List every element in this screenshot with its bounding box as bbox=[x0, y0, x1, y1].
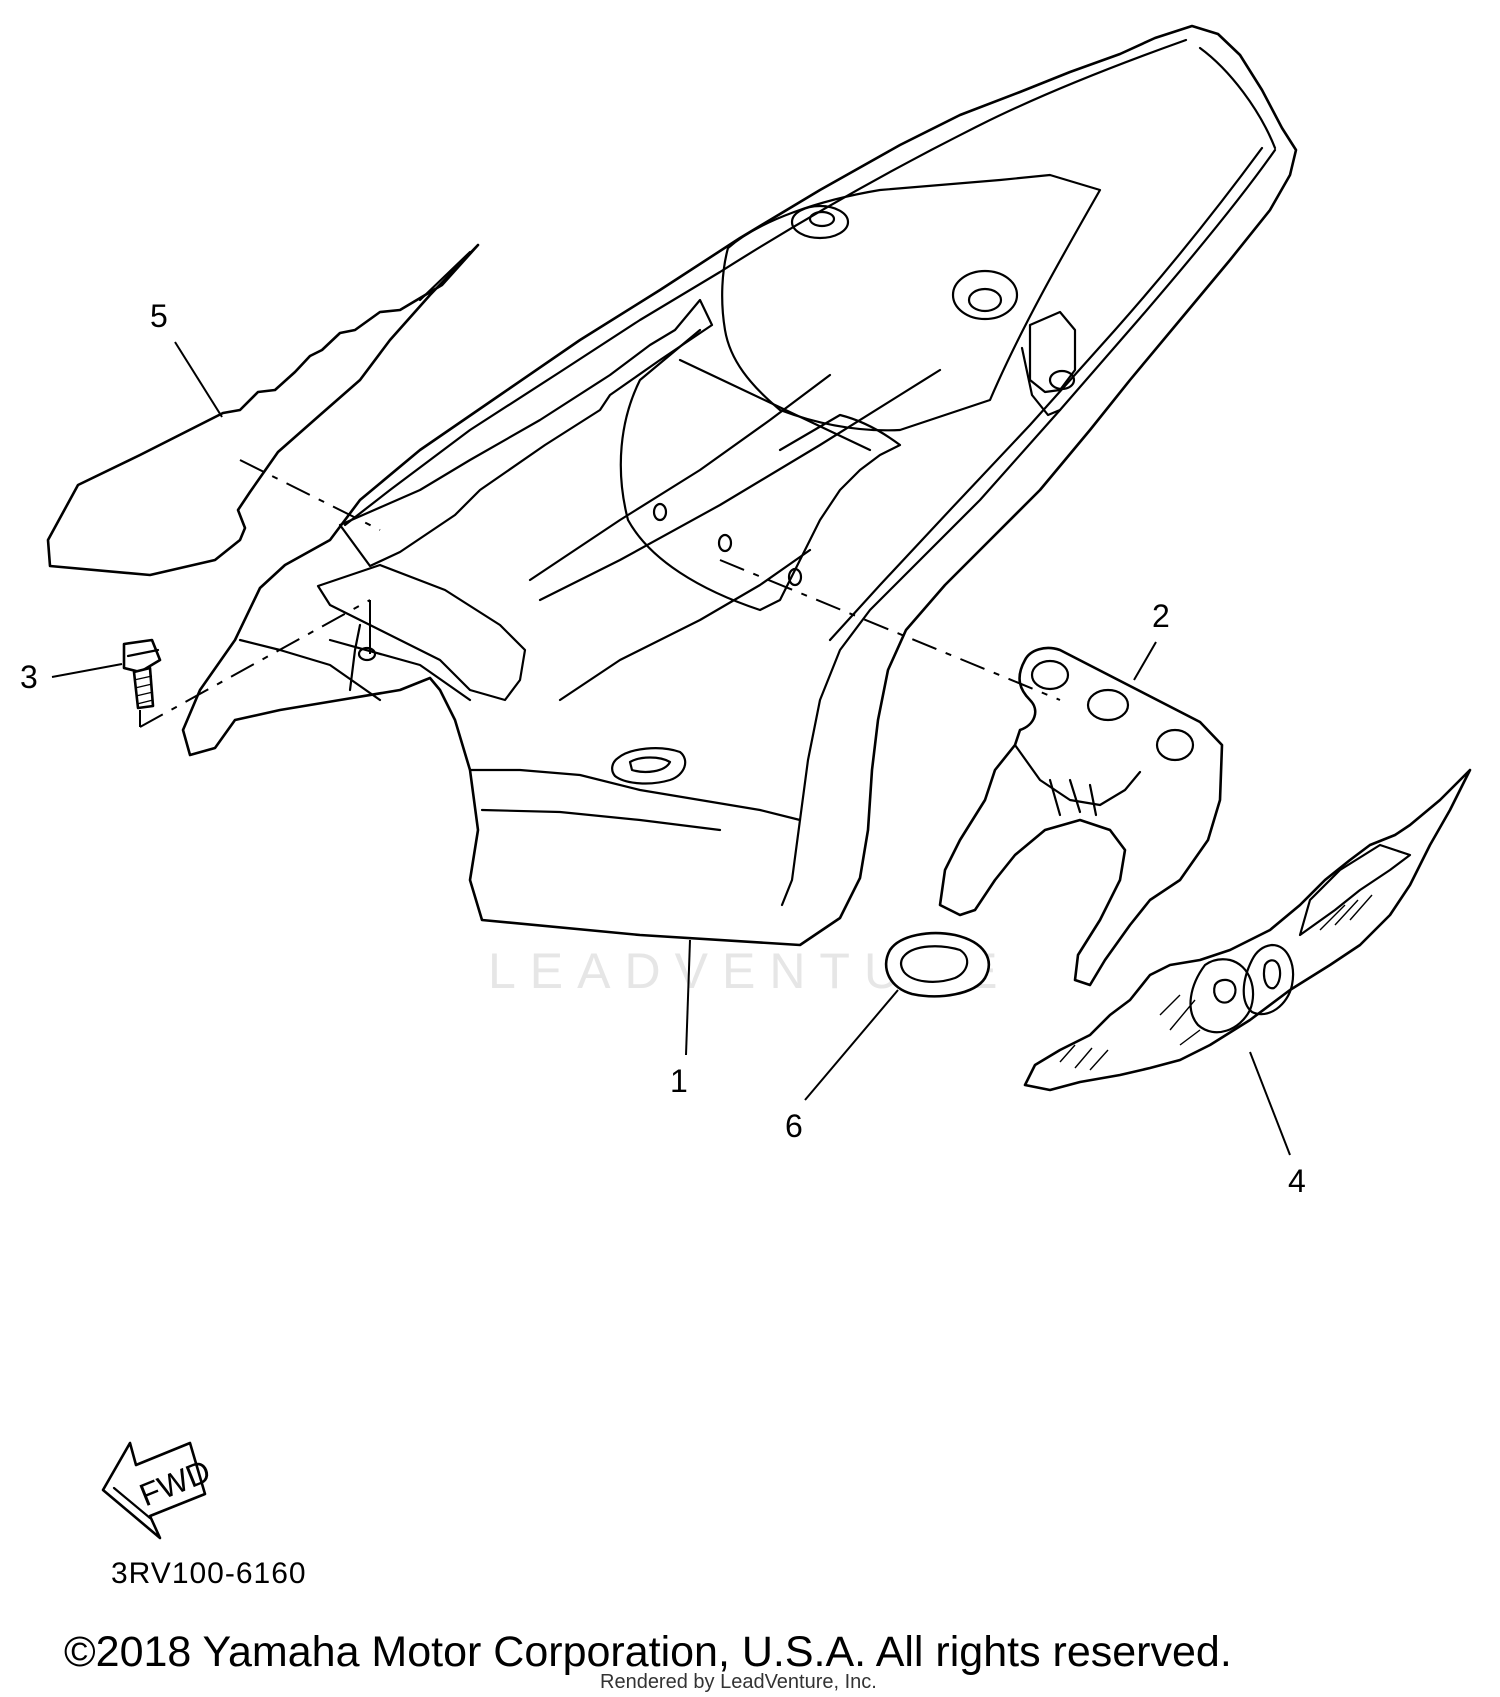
leader-line-2 bbox=[1133, 641, 1157, 681]
part-5-decal[interactable] bbox=[46, 243, 480, 577]
callout-5: 5 bbox=[150, 298, 168, 334]
part-1-rear-fender[interactable] bbox=[181, 24, 1298, 947]
callout-1: 1 bbox=[670, 1063, 688, 1099]
rendered-by-notice: Rendered by LeadVenture, Inc. bbox=[600, 1671, 877, 1693]
callout-4: 4 bbox=[1288, 1163, 1306, 1199]
leader-line-6 bbox=[804, 989, 899, 1101]
fwd-arrow-icon bbox=[101, 1441, 207, 1540]
part-6-grommet[interactable] bbox=[884, 931, 991, 998]
centerline-bolt-3 bbox=[139, 599, 371, 728]
callout-2: 2 bbox=[1152, 598, 1170, 634]
part-4-emblem-decal[interactable] bbox=[1023, 768, 1472, 1092]
part-3-bolt[interactable] bbox=[122, 638, 162, 710]
part-2-bracket[interactable] bbox=[938, 646, 1224, 987]
leader-line-1 bbox=[685, 939, 691, 1056]
diagram-code: 3RV100-6160 bbox=[111, 1557, 307, 1590]
leader-line-4 bbox=[1249, 1051, 1291, 1156]
copyright-notice: ©2018 Yamaha Motor Corporation, U.S.A. A… bbox=[64, 1628, 1232, 1676]
leader-line-5 bbox=[174, 341, 223, 418]
centerline-bracket-2 bbox=[719, 559, 1061, 701]
leader-line-3 bbox=[51, 663, 123, 678]
callout-3: 3 bbox=[20, 659, 38, 695]
callout-6: 6 bbox=[785, 1108, 803, 1144]
fwd-arrow: FWD bbox=[101, 1441, 215, 1540]
